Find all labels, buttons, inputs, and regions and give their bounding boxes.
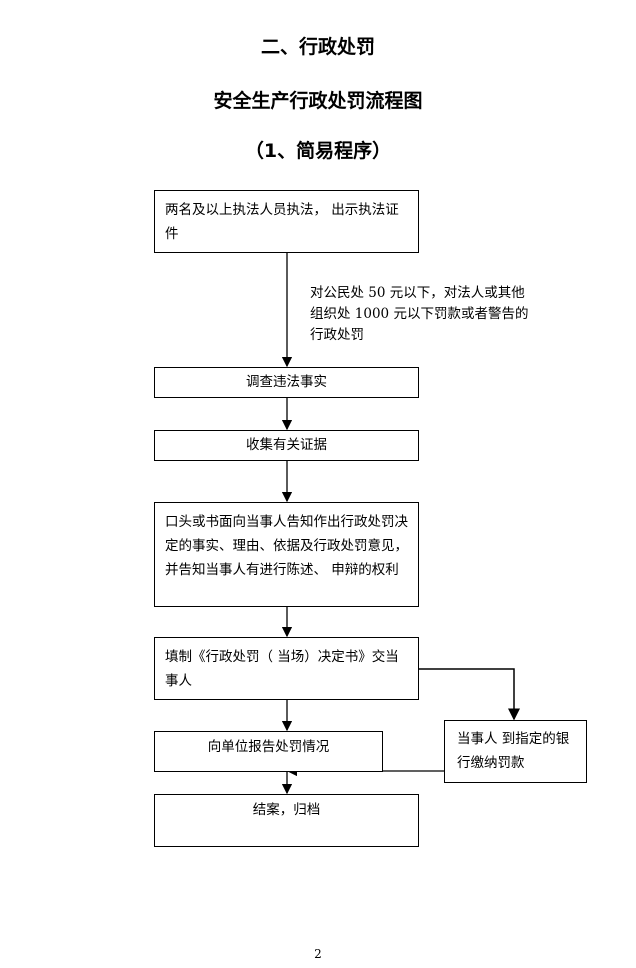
- step-pay-fine: 当事人 到指定的银行缴纳罚款: [444, 720, 587, 783]
- step-notify-party: 口头或书面向当事人告知作出行政处罚决定的事实、理由、依据及行政处罚意见，并告知当…: [154, 502, 419, 607]
- step-close-case: 结案，归档: [154, 794, 419, 847]
- page-title: 安全生产行政处罚流程图: [213, 90, 423, 112]
- step-investigate: 调查违法事实: [154, 367, 419, 398]
- arrow-5-side: [418, 668, 520, 721]
- step-collect-evidence: 收集有关证据: [154, 430, 419, 461]
- step-issue-decision: 填制《行政处罚（ 当场）决定书》交当事人: [154, 637, 419, 700]
- page-number: 2: [314, 947, 322, 961]
- page-subtitle: （1、简易程序）: [244, 140, 392, 162]
- section-heading: 二、行政处罚: [260, 36, 375, 58]
- step-show-credentials: 两名及以上执法人员执法， 出示执法证件: [154, 190, 419, 253]
- step-report-to-unit: 向单位报告处罚情况: [154, 731, 383, 772]
- condition-note: 对公民处 50 元以下，对法人或其他组织处 1000 元以下罚款或者警告的行政处…: [310, 285, 529, 343]
